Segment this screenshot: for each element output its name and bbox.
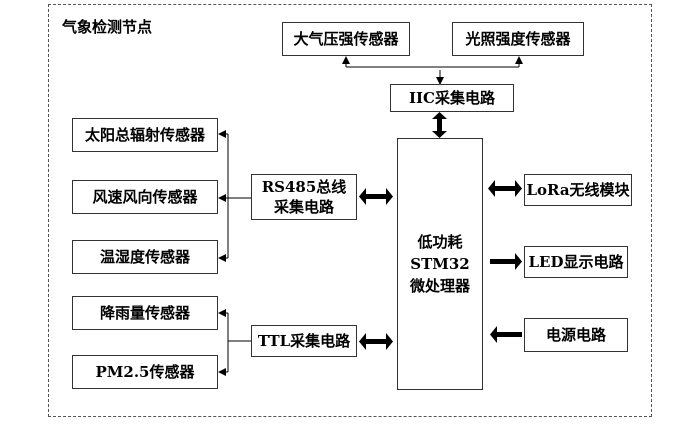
iic-mcu-link	[432, 112, 447, 138]
mcu-line2: STM32	[410, 255, 470, 273]
power-circuit-box: 电源电路	[524, 318, 628, 352]
pressure-sensor-box: 大气压强传感器	[282, 22, 410, 56]
temp-humidity-sensor-box: 温湿度传感器	[72, 240, 218, 274]
mcu-lora-link	[488, 180, 522, 197]
lora-module-box: LoRa无线模块	[524, 174, 632, 206]
mcu-line3: 微处理器	[409, 277, 470, 295]
rs485-line1: RS485总线	[261, 178, 347, 196]
rs485-mcu-link	[359, 188, 393, 205]
iic-bus-connector	[342, 56, 523, 85]
light-sensor-box: 光照强度传感器	[452, 22, 584, 56]
rs485-line2: 采集电路	[273, 198, 334, 216]
mcu-line1: 低功耗	[417, 233, 463, 251]
power-mcu-link	[490, 326, 522, 343]
rainfall-sensor-box: 降雨量传感器	[72, 296, 218, 330]
pm25-sensor-box: PM2.5传感器	[72, 355, 218, 389]
iic-circuit-box: IIC采集电路	[390, 84, 514, 112]
ttl-circuit-box: TTL采集电路	[251, 325, 357, 357]
rs485-circuit-box: RS485总线 采集电路	[251, 174, 357, 220]
wind-sensor-box: 风速风向传感器	[72, 180, 218, 214]
diagram-title: 气象检测节点	[62, 18, 153, 36]
ttl-mcu-link	[359, 333, 393, 350]
mcu-led-link	[490, 253, 522, 270]
led-display-box: LED显示电路	[524, 246, 628, 278]
mcu-box: 低功耗 STM32 微处理器	[397, 138, 483, 390]
node-boundary	[48, 4, 652, 417]
radiation-sensor-box: 太阳总辐射传感器	[72, 118, 218, 152]
ttl-bus-connector	[218, 309, 251, 376]
rs485-bus-connector	[218, 130, 260, 262]
